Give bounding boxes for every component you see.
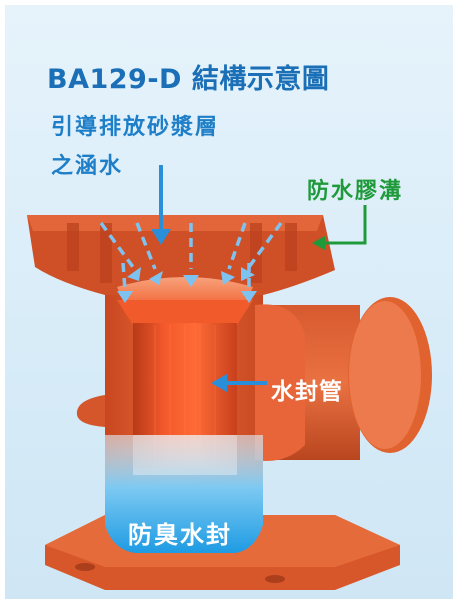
groove-pointer-head — [312, 236, 325, 250]
trap-pointer — [211, 374, 267, 392]
drain-structure-illustration — [27, 165, 432, 590]
diagram-frame: BA129-D 結構示意圖 引導排放砂漿層 之涵水 防水膠溝 水封管 防臭水封 — [5, 5, 453, 599]
drain-label-line2: 之涵水 — [51, 154, 124, 179]
trap-pipe — [117, 300, 253, 468]
odor-seal-label: 防臭水封 — [128, 521, 232, 549]
trap-pipe-label: 水封管 — [271, 379, 343, 405]
side-ridge — [76, 395, 105, 427]
drain-label-line1: 引導排放砂漿層 — [51, 115, 220, 140]
water-seal — [105, 435, 263, 553]
drain-flow-arrows — [99, 221, 283, 291]
top-flange — [27, 215, 335, 305]
groove-pointer — [320, 205, 367, 245]
outlet-pipe — [255, 297, 432, 461]
drain-flow-arrowheads — [117, 267, 257, 303]
drain-label-arrow — [151, 165, 171, 245]
diagram-title: BA129-D 結構示意圖 — [47, 64, 330, 95]
waterproof-groove-label: 防水膠溝 — [307, 179, 404, 204]
